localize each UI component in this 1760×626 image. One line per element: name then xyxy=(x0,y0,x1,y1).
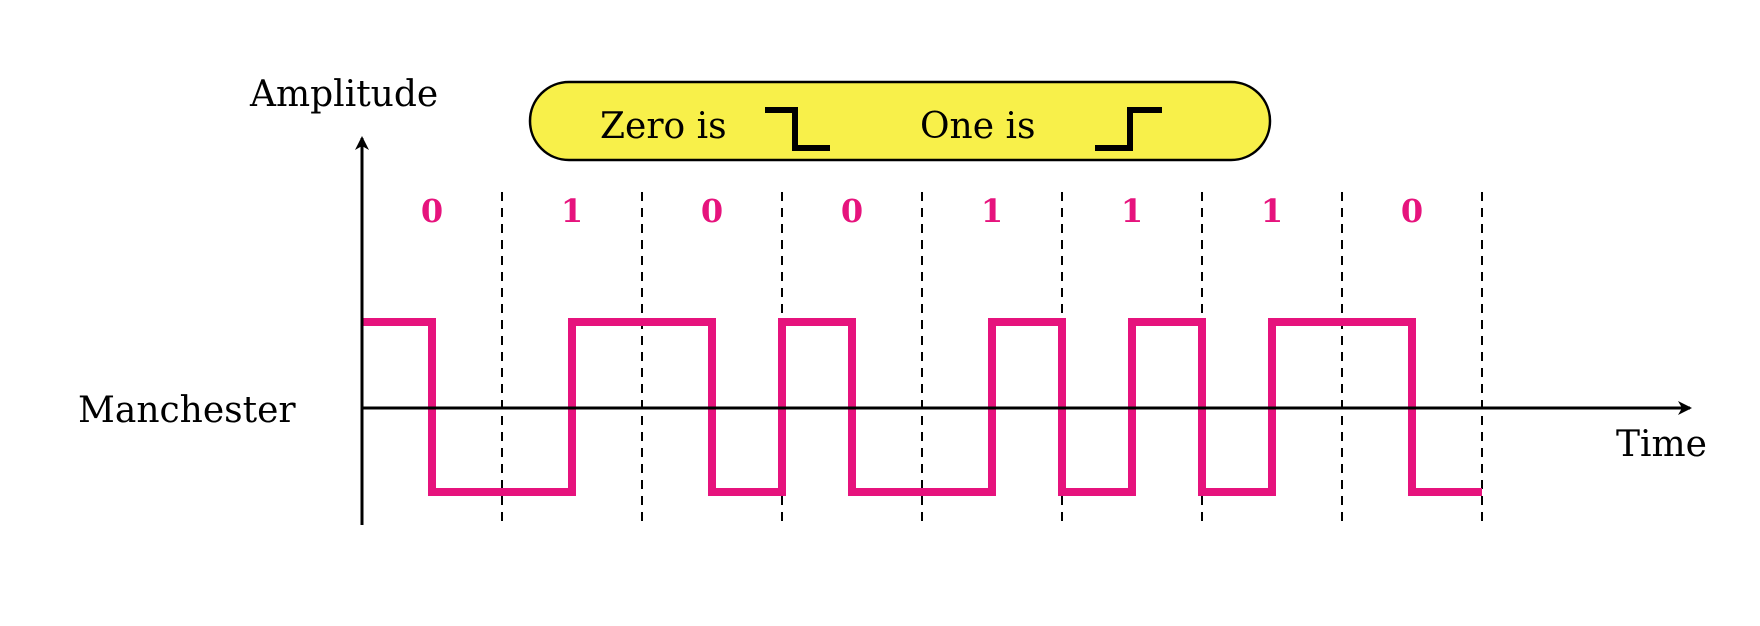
falling-edge-icon xyxy=(765,107,830,151)
y-axis-label: Amplitude xyxy=(249,74,438,115)
bit-label: 0 xyxy=(421,192,443,230)
bit-label: 0 xyxy=(841,192,863,230)
bit-label: 1 xyxy=(1261,192,1283,230)
bit-label: 0 xyxy=(701,192,723,230)
rising-edge-icon xyxy=(1095,107,1162,151)
bit-label: 1 xyxy=(981,192,1003,230)
legend-zero-label: Zero is xyxy=(600,106,727,147)
bit-label: 1 xyxy=(561,192,583,230)
bit-labels: 0 1 0 0 1 1 1 0 xyxy=(421,192,1423,230)
legend-box xyxy=(528,80,1272,162)
legend: Zero is One is xyxy=(528,80,1272,162)
bit-label: 1 xyxy=(1121,192,1143,230)
signal-label: Manchester xyxy=(78,390,296,431)
x-axis-label: Time xyxy=(1616,424,1707,465)
legend-one-label: One is xyxy=(920,106,1035,147)
bit-label: 0 xyxy=(1401,192,1423,230)
